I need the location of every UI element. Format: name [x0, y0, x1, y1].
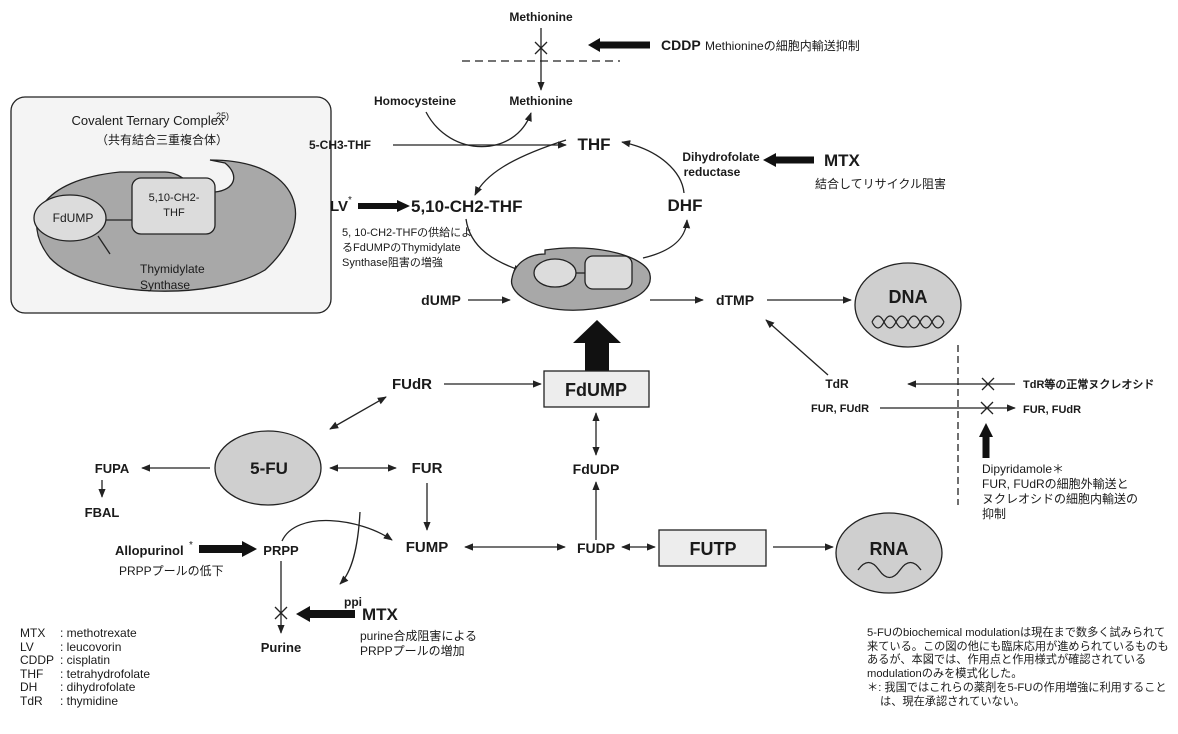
- abbreviation-key: DH: [20, 680, 38, 695]
- abbreviation-key: CDDP: [20, 653, 55, 668]
- fump: FUMP: [406, 539, 449, 556]
- abbreviation-row: THF : tetrahydrofolate: [20, 666, 151, 682]
- fdump-box: [543, 370, 650, 408]
- abbreviation-row: TdR : thymidine: [20, 693, 150, 709]
- fdump-label: FdUMP: [565, 380, 627, 400]
- abbreviation-definition: : leucovorin: [60, 639, 122, 654]
- cddp-label: CDDP: [661, 37, 701, 53]
- methionine-block-mark: [534, 41, 548, 55]
- fur-fudr-right: FUR, FUdR: [1023, 404, 1081, 416]
- futp-label: FUTP: [690, 539, 737, 559]
- mtx-note-2b: PRPPプールの増加: [360, 644, 465, 658]
- footnote-body: 5-FUのbiochemical modulationは現在まで数多く試みられて…: [867, 627, 1169, 680]
- lv-star: *: [348, 195, 352, 206]
- homocysteine: Homocysteine: [374, 94, 456, 108]
- allopurinol-note: PRPPプールの低下: [119, 564, 224, 578]
- dna-helix: [871, 315, 945, 329]
- fudp: FUDP: [577, 540, 615, 556]
- footnote-star: ＊: 我国ではこれらの薬剤を5-FUの作用増強に利用することは、現在承認されてい…: [867, 682, 1167, 708]
- dihydrofolate-reductase-2: reductase: [684, 165, 741, 179]
- inset-ts-label-1: Thymidylate: [140, 262, 205, 276]
- tdr-normal: TdR等の正常ヌクレオシド: [1023, 377, 1154, 391]
- methionine: Methionine: [509, 94, 573, 108]
- purine-block-mark: [274, 606, 288, 620]
- tdr: TdR: [825, 377, 849, 391]
- fur-fudr-block-mark: [980, 401, 994, 415]
- methionine-top: Methionine: [509, 10, 573, 24]
- fudr: FUdR: [392, 376, 432, 393]
- abbreviation-definition: : cisplatin: [60, 653, 111, 668]
- lv-note-3: Synthase阻害の増強: [342, 255, 443, 269]
- abbreviation-definition: : methotrexate: [60, 626, 137, 640]
- fu-ellipse: [214, 430, 322, 506]
- thf: THF: [577, 135, 610, 154]
- abbreviation-definition: : tetrahydrofolate: [60, 666, 151, 681]
- lv-label: LV: [330, 198, 348, 215]
- rna-wave: [857, 561, 922, 579]
- abbreviation-definition: : dihydrofolate: [60, 680, 136, 695]
- lv-note-1: 5, 10-CH2-THFの供給によ: [342, 225, 472, 239]
- dump: dUMP: [421, 292, 461, 308]
- inset-title-sup: 25): [216, 111, 229, 121]
- dtmp: dTMP: [716, 292, 754, 308]
- abbreviation-key: THF: [20, 666, 44, 681]
- abbreviation-row: DH : dihydrofolate: [20, 681, 150, 695]
- ch3-thf: 5-CH3-THF: [309, 138, 371, 152]
- dihydrofolate-reductase-1: Dihydrofolate: [682, 150, 760, 164]
- footnote: 5-FUのbiochemical modulationは現在まで数多く試みられて…: [867, 627, 1171, 710]
- fu-label: 5-FU: [250, 459, 288, 478]
- inset-subtitle: （共有結合三重複合体）: [96, 132, 228, 147]
- dipyridamole-note-2: ヌクレオシドの細胞内輸送の: [982, 491, 1138, 506]
- mtx-note-1: 結合してリサイクル阻害: [815, 176, 946, 191]
- prpp: PRPP: [263, 543, 299, 558]
- inset-ts-label-2: Synthase: [140, 278, 190, 292]
- purine: Purine: [261, 640, 301, 655]
- abbreviation-key: LV: [20, 639, 34, 654]
- abbreviation-row: CDDP : cisplatin: [20, 653, 150, 668]
- fur-fudr-left: FUR, FUdR: [811, 403, 869, 415]
- ppi: ppi: [344, 595, 362, 609]
- dipyridamole-label: Dipyridamole＊: [982, 462, 1064, 476]
- abbreviation-key: MTX: [20, 626, 46, 640]
- enzyme-complex: [510, 247, 651, 311]
- ternary-complex-inset: Covalent Ternary Complex 25) （共有結合三重複合体）…: [10, 96, 332, 314]
- abbreviation-key: TdR: [20, 693, 43, 708]
- lv-note-2: るFdUMPのThymidylate: [342, 242, 461, 254]
- cddp-note: Methionineの細胞内輸送抑制: [705, 38, 860, 53]
- fbal: FBAL: [85, 505, 120, 520]
- inset-ch2-label: 5,10-CH2-: [149, 192, 200, 204]
- dipyridamole-note-1: FUR, FUdRの細胞外輸送と: [982, 476, 1129, 491]
- abbreviation-definition: : thymidine: [60, 693, 119, 708]
- allopurinol-star: *: [189, 540, 193, 551]
- allopurinol-label: Allopurinol: [115, 543, 184, 558]
- dhf: DHF: [668, 196, 703, 215]
- dipyridamole-note-3: 抑制: [982, 506, 1006, 521]
- inset-fdump-label: FdUMP: [53, 211, 94, 225]
- mtx-note-2a: purine合成阻害による: [360, 628, 477, 643]
- abbreviation-row: MTX : methotrexate: [20, 626, 150, 641]
- inset-thf-label: THF: [163, 207, 185, 219]
- ch2-thf-shape: [131, 177, 216, 235]
- fudp-top: FdUDP: [573, 461, 620, 477]
- rna-label: RNA: [870, 539, 909, 559]
- abbreviation-row: LV : leucovorin: [20, 639, 150, 655]
- fur: FUR: [412, 460, 443, 477]
- fdump-shape: [33, 194, 107, 242]
- fupa: FUPA: [95, 461, 130, 476]
- mtx-label-1: MTX: [824, 151, 861, 170]
- mtx-label-2: MTX: [362, 605, 399, 624]
- rna-ellipse: [835, 512, 943, 594]
- ch2-thf: 5,10-CH2-THF: [411, 197, 522, 216]
- inset-title: Covalent Ternary Complex: [72, 113, 225, 128]
- dna-label: DNA: [889, 287, 928, 307]
- futp-box: [658, 529, 767, 567]
- tdr-block-mark: [981, 377, 995, 391]
